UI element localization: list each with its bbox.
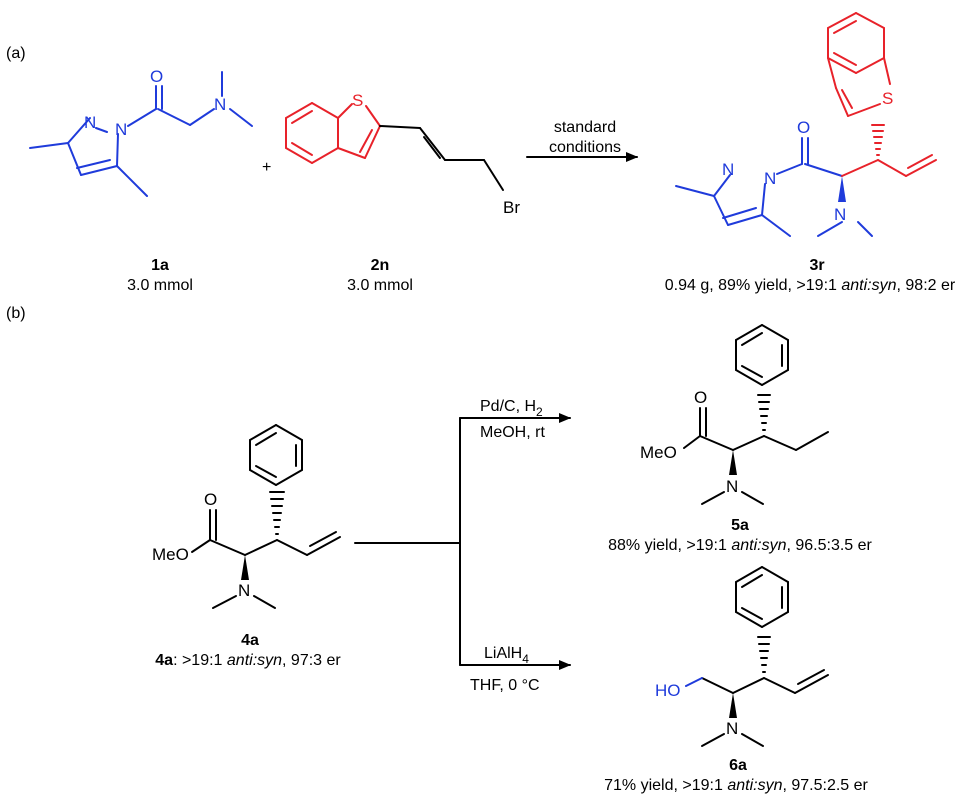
compound-6a-result: 71% yield, >19:1 anti:syn, 97.5:2.5 er [604,777,868,794]
atom-N: N [238,581,250,600]
compound-label-4a: 4a [241,632,259,649]
atom-S: S [882,89,893,108]
panel-label-b: (b) [6,305,26,322]
atom-O: O [797,118,810,137]
atom-N: N [764,169,776,188]
branched-reaction-arrow [354,413,571,670]
compound-4a-result: 4a: >19:1 anti:syn, 97:3 er [155,652,341,669]
compound-5a-result: 88% yield, >19:1 anti:syn, 96.5:3.5 er [608,537,872,554]
atom-N: N [84,113,96,132]
conditions-top-line1: Pd/C, H2 [480,398,543,419]
compound-5a-structure: O MeO N [640,324,829,505]
atom-S: S [352,91,363,110]
compound-label-1a: 1a [151,257,169,274]
atom-O: O [204,490,217,509]
atom-N: N [115,120,127,139]
atom-N: N [726,477,738,496]
conditions-bottom-line2: THF, 0 °C [470,677,540,694]
compound-label-6a: 6a [729,757,747,774]
atom-N: N [722,160,734,179]
compound-3r-structure: S N N O N [675,12,937,237]
compound-2n-structure: S Br [285,91,520,217]
compound-label-5a: 5a [731,517,749,534]
atom-Br: Br [503,198,520,217]
compound-label-2n: 2n [371,257,390,274]
atom-N: N [214,95,226,114]
atom-O: O [694,388,707,407]
plus-sign: + [262,159,271,176]
compound-3r-result: 0.94 g, 89% yield, >19:1 anti:syn, 98:2 … [665,277,956,294]
methoxy-label: MeO [640,443,677,462]
hashed-wedge [871,124,885,156]
conditions-a-line2: conditions [549,139,621,156]
compound-1a-amount: 3.0 mmol [127,277,193,294]
conditions-a-line1: standard [554,119,616,136]
atom-N: N [834,205,846,224]
conditions-top-line2: MeOH, rt [480,424,545,441]
atom-O: O [150,67,163,86]
compound-2n-amount: 3.0 mmol [347,277,413,294]
compound-6a-structure: HO N [655,566,829,747]
hydroxyl-label: HO [655,681,681,700]
panel-label-a: (a) [6,45,26,62]
compound-4a-structure: O MeO N [152,424,341,609]
atom-N: N [726,719,738,738]
compound-1a-structure: N N O N [29,67,253,197]
conditions-bottom-line1: LiAlH4 [484,645,529,666]
compound-label-3r: 3r [809,257,824,274]
methoxy-label: MeO [152,545,189,564]
